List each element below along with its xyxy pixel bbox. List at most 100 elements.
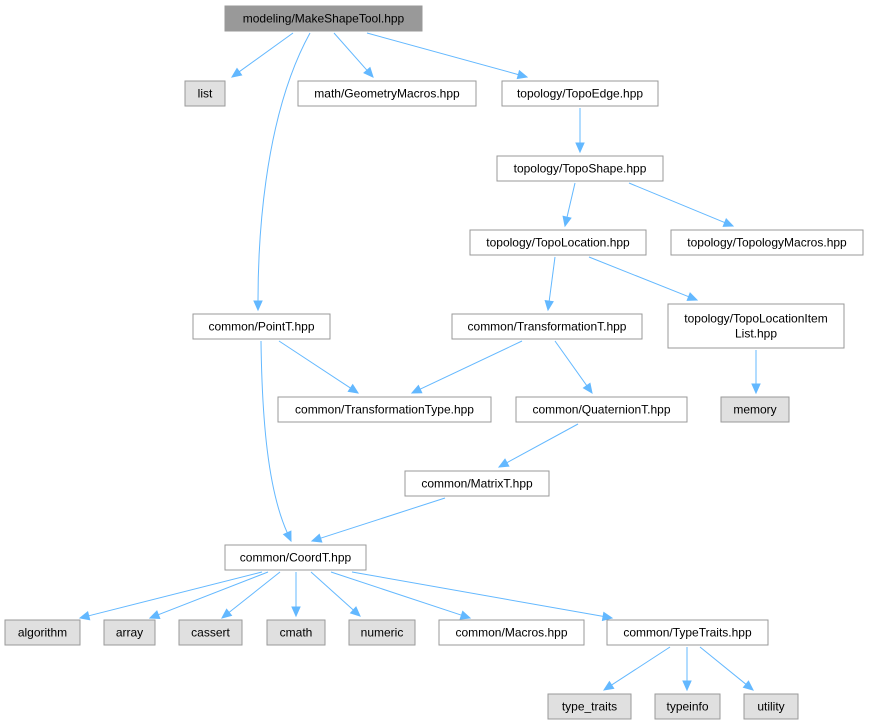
arrowhead-icon [722, 217, 735, 227]
edge-root-to-list [230, 32, 294, 78]
edge-root-to-pointt [253, 32, 311, 312]
node-box [266, 619, 326, 646]
node-label: common/PointT.hpp [208, 320, 314, 334]
node-box [667, 303, 845, 349]
edge-topolocitemlist-to-memory [751, 350, 761, 395]
edge-matrixt-to-coordt [310, 497, 446, 543]
node-geommacros[interactable]: math/GeometryMacros.hpp [297, 80, 477, 107]
node-box [103, 619, 156, 646]
arrowhead-icon [363, 66, 374, 78]
edge-topolocation-to-topolocitemlist [588, 256, 699, 301]
node-transformationtype[interactable]: common/TransformationType.hpp [277, 396, 492, 423]
node-box [184, 80, 226, 107]
node-type_traits: type_traits [547, 693, 632, 720]
edge-line [320, 497, 446, 539]
arrowhead-icon [686, 292, 699, 301]
edge-coordt-to-macros [330, 571, 472, 620]
node-box [720, 396, 790, 423]
node-macros[interactable]: common/Macros.hpp [438, 619, 585, 646]
edge-line [366, 32, 519, 76]
node-label: cassert [191, 626, 230, 640]
edge-line [333, 32, 368, 71]
edge-toposhape-to-topomacros [628, 182, 735, 227]
edge-root-to-geommacros [333, 32, 374, 78]
edge-typetraits-to-utility [699, 646, 754, 691]
node-toposhape[interactable]: topology/TopoShape.hpp [496, 155, 664, 182]
edges-layer [78, 32, 761, 692]
arrowhead-icon [575, 142, 585, 154]
edge-line [419, 340, 523, 390]
edge-line [330, 571, 462, 616]
node-box [192, 313, 331, 340]
arrowhead-icon [410, 384, 423, 394]
node-cmath: cmath [266, 619, 326, 646]
node-box [743, 693, 799, 720]
node-box [348, 619, 416, 646]
node-box [178, 619, 243, 646]
node-label: topology/TopoEdge.hpp [517, 87, 643, 101]
node-label: cmath [280, 626, 313, 640]
node-label: topology/TopoShape.hpp [514, 162, 647, 176]
node-utility: utility [743, 693, 799, 720]
edge-line [228, 571, 281, 613]
node-box [515, 396, 688, 423]
edge-topoedge-to-toposhape [575, 108, 585, 154]
edge-toposhape-to-topolocation [562, 182, 576, 228]
edge-line [158, 571, 269, 616]
node-transformationt[interactable]: common/TransformationT.hpp [451, 313, 643, 340]
arrowhead-icon [282, 530, 292, 543]
node-matrixt[interactable]: common/MatrixT.hpp [404, 470, 550, 497]
node-label: List.hpp [735, 327, 777, 341]
edge-transformationt-to-transformationtype [410, 340, 523, 394]
edge-line [554, 340, 588, 386]
edge-pointt-to-transformationtype [278, 340, 360, 394]
arrowhead-icon [221, 608, 233, 619]
node-box [606, 619, 769, 646]
arrowhead-icon [497, 458, 510, 468]
arrowhead-icon [544, 300, 554, 312]
node-label: common/Macros.hpp [455, 626, 567, 640]
edge-line [310, 571, 354, 611]
node-label: numeric [361, 626, 404, 640]
arrowhead-icon [347, 383, 360, 394]
node-label: type_traits [562, 700, 617, 714]
edge-line [548, 256, 556, 302]
edge-line [88, 571, 263, 617]
node-coordt[interactable]: common/CoordT.hpp [224, 544, 367, 571]
node-label: topology/TopoLocationItem [684, 312, 827, 326]
node-label: topology/TopologyMacros.hpp [687, 236, 847, 250]
edge-coordt-to-typetraits [351, 571, 614, 622]
edge-coordt-to-array [148, 571, 269, 620]
node-label: common/TransformationType.hpp [295, 403, 474, 417]
node-cassert: cassert [178, 619, 243, 646]
arrowhead-icon [582, 382, 593, 395]
node-quaterniont[interactable]: common/QuaternionT.hpp [515, 396, 688, 423]
edge-line [566, 182, 576, 218]
node-box [4, 619, 81, 646]
node-box [451, 313, 643, 340]
node-box [496, 155, 664, 182]
node-typetraits[interactable]: common/TypeTraits.hpp [606, 619, 769, 646]
node-topomacros[interactable]: topology/TopologyMacros.hpp [670, 229, 864, 256]
arrowhead-icon [751, 383, 761, 395]
node-memory: memory [720, 396, 790, 423]
arrowhead-icon [253, 300, 263, 312]
edge-line [260, 340, 288, 534]
node-box [654, 693, 721, 720]
edge-line [351, 571, 604, 617]
edge-line [239, 32, 294, 73]
edge-typetraits-to-typeinfo [682, 647, 692, 692]
node-box [501, 80, 659, 107]
node-label: math/GeometryMacros.hpp [314, 87, 460, 101]
node-label: array [116, 626, 143, 640]
edge-line [588, 256, 689, 298]
node-label: modeling/MakeShapeTool.hpp [243, 12, 405, 26]
node-topolocation[interactable]: topology/TopoLocation.hpp [469, 229, 647, 256]
node-label: common/TypeTraits.hpp [623, 626, 752, 640]
edge-topolocation-to-transformationt [544, 256, 556, 312]
node-pointt[interactable]: common/PointT.hpp [192, 313, 331, 340]
arrowhead-icon [78, 611, 91, 621]
node-topoedge[interactable]: topology/TopoEdge.hpp [501, 80, 659, 107]
